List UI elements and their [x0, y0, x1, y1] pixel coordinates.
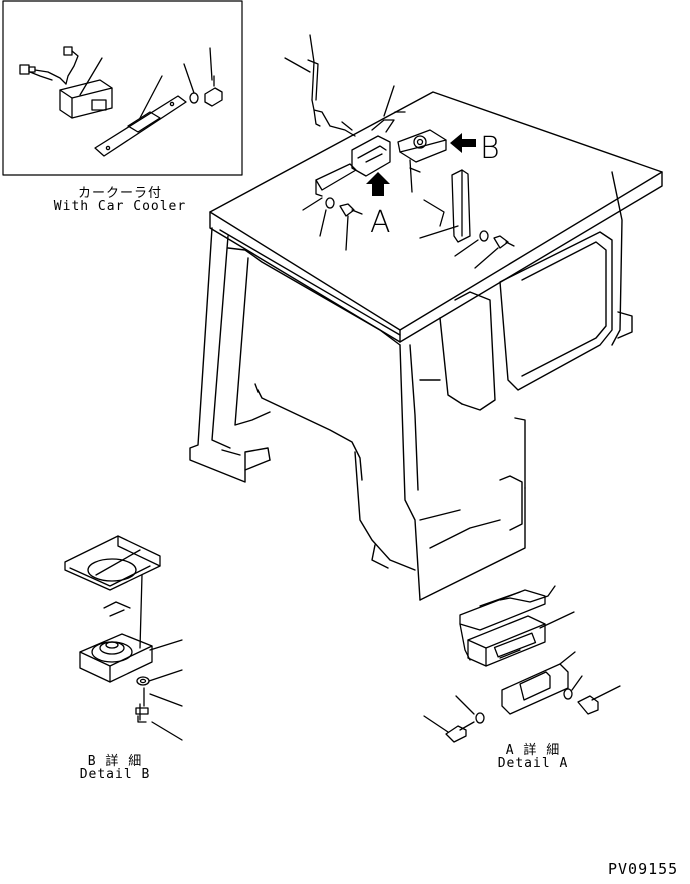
inset-car-cooler-group: [2, 0, 243, 176]
detail-b-group: [64, 535, 183, 741]
cab-body: [189, 91, 663, 601]
speaker-on-roof: [397, 129, 447, 193]
detail-a-radio: [467, 611, 575, 667]
detail-a-bolt-right: [577, 685, 621, 715]
cab-roof: [209, 91, 663, 331]
detail-b-bolt: [135, 687, 183, 741]
inset-washer: [183, 63, 199, 104]
cab-front-pillar: [189, 227, 271, 483]
detail-b-title-en: Detail B: [79, 767, 151, 782]
callout-a: A: [370, 205, 391, 240]
callout-b: B: [480, 131, 500, 166]
detail-b-title-ja: B 詳 細: [87, 754, 143, 769]
drawing-code: PV09155: [608, 860, 679, 878]
inset-radio-unit: [59, 57, 113, 119]
detail-a-plate: [501, 651, 576, 715]
detail-a-washer-left: [455, 695, 485, 724]
plate-on-roof: [302, 163, 357, 211]
antenna-assembly: [284, 34, 356, 137]
radio-bracket-on-roof: [351, 85, 406, 177]
detail-b-speaker: [79, 633, 183, 683]
inset-caption-en: With Car Cooler: [53, 199, 187, 214]
washer-on-roof: [319, 197, 335, 237]
detail-a-washer-right: [563, 675, 583, 700]
detail-a-title-ja: A 詳 細: [505, 743, 561, 758]
roof-handle: [419, 169, 471, 243]
detail-a-bracket: [459, 589, 546, 631]
roof-washer-bolt: [423, 199, 515, 269]
cab-door: [399, 344, 421, 601]
bolt-on-roof: [339, 203, 363, 251]
cab-rear-window: [499, 231, 613, 391]
detail-b-washer: [136, 669, 183, 686]
inset-bolt: [204, 47, 223, 107]
detail-a-bolt-left: [423, 715, 475, 743]
inset-frame: [2, 0, 243, 176]
detail-a-title-en: Detail A: [497, 756, 569, 771]
inset-caption-ja: カークーラ付: [77, 186, 162, 201]
inset-mounting-plate: [94, 75, 187, 157]
arrow-a: [366, 172, 390, 196]
arrow-b: [450, 133, 476, 153]
detail-b-bracket: [64, 535, 161, 591]
inset-wire-harness: [19, 46, 79, 85]
detail-a-group: [423, 585, 621, 743]
